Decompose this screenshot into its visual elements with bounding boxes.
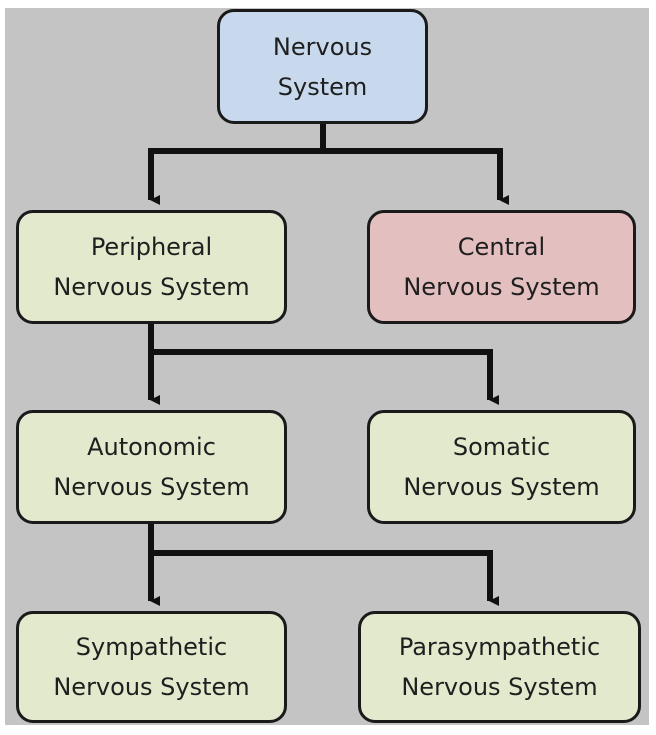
peripheral-nervous-system-node: Peripheral Nervous System <box>16 210 287 324</box>
sympathetic-nervous-system-node: Sympathetic Nervous System <box>16 611 287 723</box>
node-label-line-1: Central <box>457 233 546 261</box>
node-label-line-2: Nervous System <box>403 273 600 301</box>
node-label-line-1: Peripheral <box>90 233 213 261</box>
node-label-line-2: System <box>277 72 368 101</box>
node-label-line-2: Nervous System <box>53 273 250 301</box>
node-label-line-1: Somatic <box>452 433 551 461</box>
node-label-line-2: Nervous System <box>53 673 250 701</box>
central-nervous-system-node: Central Nervous System <box>367 210 636 324</box>
diagram-background-panel <box>5 8 649 725</box>
node-label-line-1: Parasympathetic <box>398 633 601 661</box>
node-label-line-1: Sympathetic <box>75 633 228 661</box>
nervous-system-node: Nervous System <box>217 9 428 124</box>
connector-root-to-peripheral <box>148 124 326 205</box>
node-label-line-2: Nervous System <box>53 473 250 501</box>
connector-autonomic-to-parasympathetic <box>151 550 499 606</box>
parasympathetic-nervous-system-node: Parasympathetic Nervous System <box>358 611 641 723</box>
connector-peripheral-to-somatic <box>151 349 499 405</box>
node-label-line-2: Nervous System <box>403 473 600 501</box>
autonomic-nervous-system-node: Autonomic Nervous System <box>16 410 287 524</box>
node-label-line-1: Nervous <box>272 32 373 61</box>
somatic-nervous-system-node: Somatic Nervous System <box>367 410 636 524</box>
node-label-line-2: Nervous System <box>401 673 598 701</box>
connector-root-to-central <box>323 148 509 205</box>
node-label-line-1: Autonomic <box>87 433 216 461</box>
